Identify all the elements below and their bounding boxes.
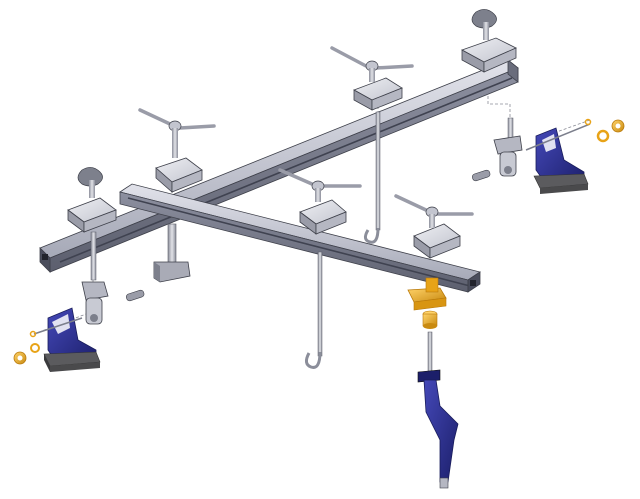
end-clamp-right — [525, 123, 591, 194]
spring-arm — [417, 331, 459, 489]
wing-nut-top-middle — [330, 46, 414, 82]
brass-washers-right — [584, 118, 625, 143]
wing-nut-center — [278, 168, 362, 202]
cross-rail — [119, 183, 481, 293]
end-clamp-left — [33, 307, 101, 372]
hook-rod-upper — [363, 111, 381, 244]
clamp-plate-center — [299, 199, 347, 235]
wing-nut-left — [138, 108, 216, 158]
star-knob-top-right — [471, 9, 497, 40]
hook-rod-lower — [304, 251, 323, 369]
left-bolt-stack — [81, 231, 145, 325]
right-bolt-stack — [471, 117, 523, 182]
brass-bracket — [407, 277, 447, 311]
clamp-plate-top-middle — [353, 77, 403, 111]
brass-bushing — [422, 310, 438, 329]
wing-nut-right — [394, 194, 474, 228]
clamp-plate-right — [413, 223, 461, 259]
clamp-plate-far-left — [67, 197, 117, 233]
brass-washers-left — [13, 330, 40, 365]
clamp-plate-top-right — [461, 37, 517, 73]
star-knob-left — [77, 167, 103, 198]
clamp-plate-left-main — [155, 157, 203, 193]
main-rail-drop-post — [153, 223, 191, 283]
